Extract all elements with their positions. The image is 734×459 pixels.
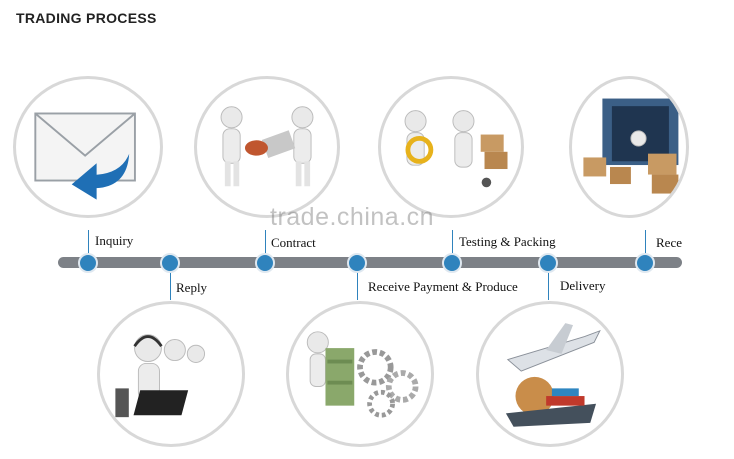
step-label-testing: Testing & Packing [459, 234, 556, 250]
page-title: TRADING PROCESS [16, 10, 157, 26]
watermark: trade.china.cn [270, 203, 434, 232]
payment-produce-illustration [286, 301, 434, 447]
timeline-track [58, 257, 682, 268]
step-label-receive: Rece [656, 235, 682, 251]
timeline-stem [170, 270, 171, 300]
step-label-reply: Reply [176, 280, 207, 296]
step-label-payment: Receive Payment & Produce [368, 279, 518, 295]
timeline-node-testing [442, 253, 462, 273]
inquiry-illustration [13, 76, 163, 218]
timeline-node-delivery [538, 253, 558, 273]
timeline-node-contract [255, 253, 275, 273]
timeline-node-payment [347, 253, 367, 273]
timeline-node-reply [160, 253, 180, 273]
timeline-node-inquiry [78, 253, 98, 273]
step-label-inquiry: Inquiry [95, 233, 133, 249]
testing-packing-illustration [378, 76, 524, 218]
contract-illustration [194, 76, 340, 218]
step-label-contract: Contract [271, 235, 316, 251]
delivery-receive-illustration [569, 76, 689, 218]
reply-illustration [97, 301, 245, 447]
step-label-delivery: Delivery [560, 278, 605, 294]
timeline-stem [548, 270, 549, 300]
delivery-illustration [476, 301, 624, 447]
timeline-node-receive [635, 253, 655, 273]
timeline-stem [357, 270, 358, 300]
